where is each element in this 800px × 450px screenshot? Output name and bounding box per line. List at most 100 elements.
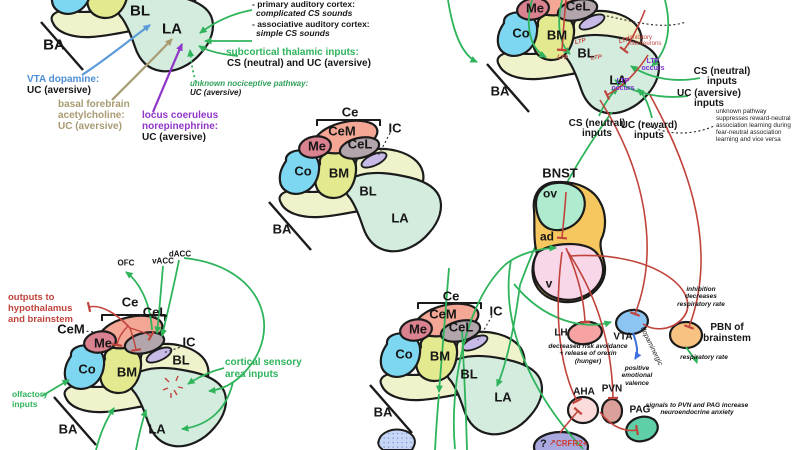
- tl-aud-primary: - primary auditory cortex:: [252, 0, 355, 9]
- ctr-label-ic: IC: [388, 120, 402, 136]
- bnst-signals-note: signals to PVN and PAG increase neuroend…: [645, 402, 749, 417]
- bc-label-ba: BA: [373, 404, 393, 420]
- bc-label-cem: CeM: [429, 306, 457, 322]
- tr-ltp-glyph-3: LTP: [590, 54, 603, 62]
- bnst-red-arrow-glyph: ↗: [549, 438, 556, 447]
- bld-label-la: LA: [148, 421, 166, 437]
- tl-locus-coeruleus-2: norepinephrine:: [142, 121, 219, 132]
- tr-label-bl: BL: [577, 45, 595, 61]
- pvn-ellipse: [600, 397, 624, 425]
- tl-basal-forebrain-2: acetylcholine:: [58, 110, 125, 121]
- tr-cs-neutral-bottom-sub: inputs: [582, 128, 612, 139]
- bc-label-cel: CeL: [448, 319, 474, 335]
- top-left-arrows: [81, 9, 253, 113]
- bld-label-bm: BM: [116, 364, 138, 380]
- tr-uc-reward-sub: inputs: [634, 130, 664, 141]
- bnst-label-pag: PAG: [629, 404, 651, 416]
- tr-label-me: Me: [525, 0, 545, 16]
- bld-olfactory-note: olfactory inputs: [12, 389, 48, 409]
- tr-unknown-pathway-note: unknown pathway suppresses reward-neutra…: [716, 108, 791, 144]
- ctr-label-cel: CeL: [347, 136, 373, 152]
- aha-ellipse: [566, 395, 600, 425]
- tr-cs-neutral-right-sub: inputs: [707, 76, 737, 87]
- tr-label-co: Co: [512, 25, 530, 41]
- amygdala-top-left: [39, 0, 215, 73]
- tr-ltp-occurs-1: LTP occurs: [641, 58, 665, 73]
- tr-label-cel: CeL: [565, 0, 591, 14]
- tr-uc-aversive-sub: inputs: [694, 98, 724, 109]
- tl-basal-forebrain-3: UC (aversive): [58, 121, 122, 132]
- bottom-left-arrows: [41, 257, 266, 450]
- bottom-center-arrows: [434, 111, 613, 450]
- pag-ellipse: [625, 415, 659, 443]
- bld-label-bl: BL: [172, 352, 190, 368]
- tr-uc-reward: UC (reward): [620, 120, 678, 131]
- bnst-title: BNST: [542, 165, 578, 181]
- tl-basal-forebrain-1: basal forebrain: [58, 99, 130, 110]
- ctr-label-bl: BL: [359, 183, 377, 199]
- bc-label-me: Me: [408, 321, 428, 337]
- bnst-label-v: v: [545, 276, 553, 291]
- dotted-blue-blob: [377, 428, 416, 450]
- bnst-arrows: [452, 94, 702, 450]
- ctr-label-la: LA: [391, 210, 409, 226]
- bnst-label-crfr2: CRFR2+: [556, 439, 588, 448]
- tl-subcortical: subcortical thalamic inputs:: [226, 47, 359, 58]
- bld-label-vacc: vACC: [152, 256, 174, 266]
- tl-label-bl: BL: [130, 2, 150, 20]
- bc-label-bl: BL: [460, 366, 478, 382]
- bld-label-ofc: OFC: [117, 258, 135, 268]
- bc-label-ic: IC: [489, 303, 503, 319]
- bnst-label-vta: VTA: [613, 331, 633, 343]
- bc-label-bm: BM: [429, 348, 451, 364]
- bnst-positive-note: positive emotional valence: [621, 365, 653, 387]
- tl-aud-primary-sub: complicated CS sounds: [256, 8, 353, 18]
- tl-locus-coeruleus-1: locus coeruleus: [142, 110, 219, 121]
- ctr-label-ce: Ce: [341, 104, 359, 120]
- tl-label-ba: BA: [43, 36, 65, 54]
- ctr-label-ba: BA: [272, 221, 292, 237]
- bnst-label-ad: ad: [539, 229, 555, 244]
- bnst-decreased-note: decreased risk avoidance + release of or…: [548, 343, 628, 365]
- tr-inhibitory-interneurons: inhibitory interneurons: [628, 35, 662, 48]
- tl-label-la: LA: [162, 20, 182, 38]
- bnst-label-ov: ov: [542, 186, 558, 201]
- bnst-label-aha: AHA: [573, 386, 595, 398]
- bnst-label-pvn: PVN: [601, 383, 623, 395]
- tr-uc-aversive: UC (aversive): [677, 88, 741, 99]
- tr-ltp-glyph-2: LTP: [556, 54, 569, 62]
- bc-label-ce: Ce: [442, 288, 460, 304]
- ctr-label-bm: BM: [328, 165, 350, 181]
- bnst-label-lh: LH: [554, 327, 568, 339]
- bld-label-me: Me: [93, 335, 113, 351]
- tr-cs-neutral-bottom: CS (neutral): [568, 118, 626, 129]
- bld-label-cem: CeM: [57, 321, 85, 337]
- bnst-v-region: [532, 242, 605, 301]
- red-starburst: [162, 375, 184, 398]
- bnst-label-pbn: PBN of brainstem: [703, 322, 751, 344]
- tr-label-ba: BA: [490, 83, 510, 99]
- amygdala-top-right: [485, 0, 661, 115]
- tl-aud-assoc: - associative auditory cortex:: [252, 19, 370, 29]
- tr-label-bm: BM: [546, 27, 568, 43]
- bc-label-la: LA: [494, 389, 512, 405]
- tr-cs-neutral-right: CS (neutral): [693, 66, 751, 77]
- tl-locus-coeruleus-3: UC (aversive): [142, 132, 206, 143]
- bld-label-cel: CeL: [142, 304, 168, 320]
- bnst-question-mark: ?: [540, 438, 547, 450]
- ctr-label-cem: CeM: [328, 123, 356, 139]
- bld-label-dacc: dACC: [168, 249, 192, 259]
- tr-ltp-occurs-2: LTP occurs: [611, 78, 635, 93]
- bnst-inhibition-note: inhibition decreases respiratory rate: [677, 286, 725, 308]
- ctr-label-me: Me: [307, 138, 327, 154]
- tl-aud-assoc-sub: simple CS sounds: [256, 28, 330, 38]
- tl-nociceptive: unknown nociceptive pathway:: [190, 79, 309, 88]
- bld-label-ce: Ce: [121, 294, 139, 310]
- bld-label-co: Co: [78, 361, 96, 377]
- tl-nociceptive-sub: UC (aversive): [190, 88, 242, 97]
- tl-subcortical-sub: CS (neutral) and UC (aversive): [227, 58, 371, 69]
- bld-label-ic: IC: [182, 334, 196, 350]
- bld-label-ba: BA: [58, 421, 78, 437]
